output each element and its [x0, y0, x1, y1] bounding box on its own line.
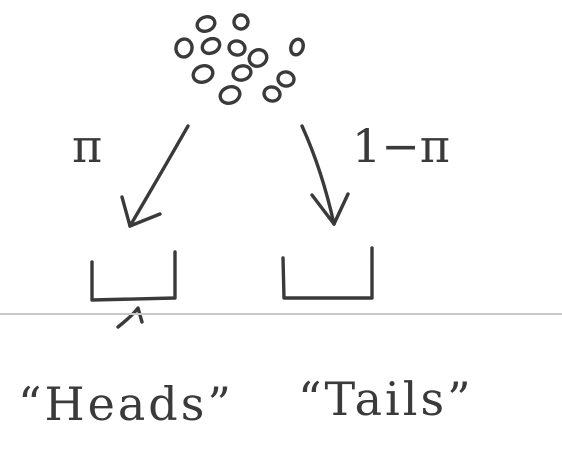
left-probability-label: π — [72, 119, 102, 173]
coin — [289, 37, 305, 57]
right-probability-label: 1−π — [352, 119, 450, 173]
selection-caret — [116, 306, 144, 329]
tails-box — [281, 246, 374, 300]
coin — [262, 85, 282, 103]
coin — [191, 64, 215, 84]
coin — [247, 48, 269, 68]
coin — [174, 37, 194, 59]
coin — [195, 15, 217, 33]
heads-box — [90, 250, 177, 302]
coin — [276, 70, 296, 88]
coin — [232, 13, 250, 31]
right-arrow — [300, 124, 350, 226]
heads-outcome-label: “Heads” — [18, 377, 234, 431]
coin-pile — [174, 13, 305, 105]
coin — [231, 64, 253, 82]
coin — [218, 85, 242, 105]
coin — [200, 36, 222, 56]
coin — [227, 39, 247, 57]
tails-outcome-label: “Tails” — [298, 372, 474, 426]
left-arrow — [120, 124, 190, 228]
